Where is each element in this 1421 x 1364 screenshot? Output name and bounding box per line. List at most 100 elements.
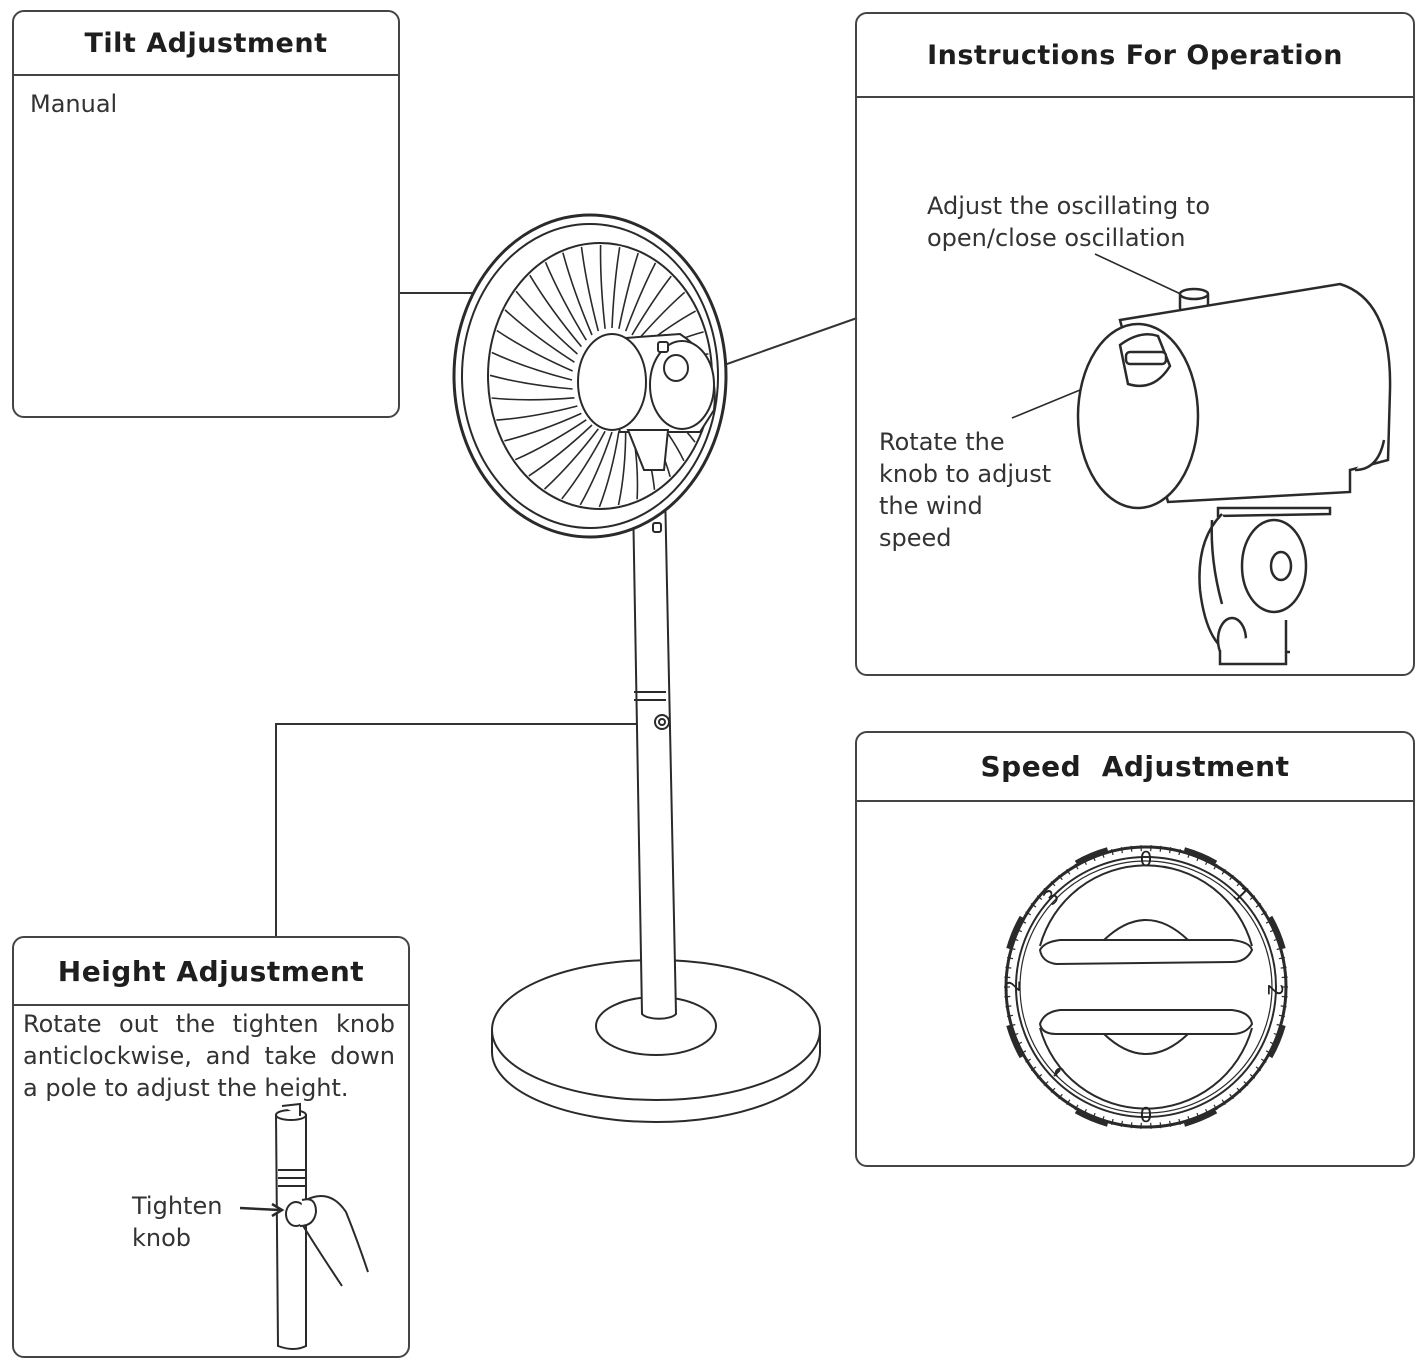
dial-tooth [1050, 881, 1056, 887]
dial-tooth [1009, 1023, 1016, 1027]
dial-tooth [1169, 1120, 1172, 1127]
dial-tooth [1025, 1058, 1032, 1063]
dial-tooth [1265, 1050, 1272, 1055]
dial-grip-mark [1267, 1024, 1286, 1059]
guard-spoke [544, 261, 587, 341]
fan-pole [630, 441, 678, 1020]
dial-tooth [1196, 855, 1200, 862]
guard-spoke [504, 412, 582, 442]
dial-tooth [1213, 863, 1218, 870]
speed-knob-callout-line: knob to adjust [879, 460, 1052, 488]
tighten-knob-label: Tighten knob [132, 1190, 222, 1254]
height-pole-closeup [239, 1102, 369, 1350]
oscillation-callout-line: open/close oscillation [927, 224, 1186, 252]
tighten-arrow-icon [239, 1202, 285, 1218]
tighten-knob-label-line: knob [132, 1224, 192, 1252]
dial-tooth [1255, 1066, 1262, 1071]
dial-tooth [1273, 1032, 1280, 1037]
operation-instructions-panel: Instructions For Operation Adjust the os… [855, 12, 1415, 676]
dial-tooth [1187, 851, 1191, 858]
guard-spoke [529, 274, 583, 348]
dial-tooth [1074, 863, 1079, 870]
dial-tooth [1025, 911, 1032, 916]
dial-tooth [1016, 928, 1023, 933]
dial-tooth [1276, 947, 1283, 951]
dial-tooth [1120, 847, 1123, 854]
speed-knob-callout-line: the wind [879, 492, 983, 520]
dial-tooth [1280, 966, 1287, 969]
dial-tooth [1221, 868, 1226, 875]
dial-tooth [1243, 887, 1249, 893]
dial-tooth [1111, 1118, 1114, 1125]
dial-tooth [1036, 1073, 1043, 1079]
dial-tooth [1236, 881, 1242, 887]
dial-tooth [1229, 1093, 1234, 1100]
dial-lock-icon [1053, 1067, 1064, 1077]
dial-tooth [1012, 1032, 1019, 1037]
dial-tooth [1130, 845, 1133, 852]
oscillation-callout-line: Adjust the oscillating to [927, 192, 1211, 220]
dial-grip-mark [1183, 847, 1218, 866]
dial-grip-mark [1006, 915, 1025, 950]
guard-spoke [491, 397, 575, 401]
guard-spoke [599, 244, 606, 329]
dial-tooth [1243, 1081, 1249, 1087]
guard-spoke [504, 309, 575, 363]
height-adjustment-title: Height Adjustment [14, 938, 408, 1006]
guard-spoke [562, 252, 593, 336]
height-instruction-text: Rotate out the tighten knob anticlockwis… [23, 1010, 395, 1102]
dial-tooth [1016, 1041, 1023, 1046]
dial-tooth [1221, 1099, 1226, 1106]
dial-mark-2-left: 2 [1001, 980, 1025, 993]
dial-tooth [1043, 887, 1049, 893]
guard-spoke [515, 290, 578, 355]
dial-tooth [1273, 937, 1280, 942]
dial-grip-mark [1183, 1108, 1218, 1127]
dial-mark-0-top: 0 [1140, 847, 1153, 871]
dial-grip-mark [1074, 847, 1109, 866]
dial-tooth [1178, 849, 1181, 856]
guard-spoke [637, 291, 686, 341]
dial-tooth [1130, 1122, 1133, 1129]
dial-tooth [1278, 956, 1286, 960]
dial-tooth [1269, 1041, 1276, 1046]
dial-tooth [1009, 947, 1016, 951]
guard-spoke [611, 246, 621, 329]
guard-spoke [489, 374, 573, 390]
dial-tooth [1269, 928, 1276, 933]
speed-knob-callout-line: speed [879, 524, 952, 552]
dial-tooth [1005, 966, 1012, 969]
dial-tooth [1249, 895, 1256, 901]
speed-adjustment-title: Speed Adjustment [857, 733, 1413, 802]
dial-tooth [1074, 1104, 1079, 1111]
guard-spoke [528, 424, 593, 477]
dial-tooth [1265, 919, 1272, 924]
dial-tooth [1276, 1023, 1283, 1027]
dial-tooth [1101, 851, 1105, 858]
dial-tooth [1092, 855, 1096, 862]
dial-tooth [1020, 1050, 1027, 1055]
dial-tooth [1205, 859, 1209, 866]
guard-spoke [631, 275, 672, 336]
dial-tooth [1178, 1118, 1181, 1125]
dial-tooth [1020, 919, 1027, 924]
oscillation-callout: Adjust the oscillating to open/close osc… [927, 190, 1210, 254]
dial-grip-mark [1074, 1108, 1109, 1127]
dial-grip-mark [1267, 915, 1286, 950]
dial-tooth [1066, 868, 1071, 875]
dial-tooth [1058, 1093, 1063, 1100]
guard-spoke [491, 351, 573, 381]
dial-tooth [1236, 1087, 1242, 1093]
guard-spoke [514, 419, 587, 461]
guard-spoke [618, 252, 639, 329]
motor-closeup [1011, 253, 1392, 666]
dial-tooth [1249, 1073, 1256, 1079]
dial-tooth [1196, 1112, 1200, 1119]
dial-tooth [1159, 1122, 1162, 1129]
dial-tooth [1036, 895, 1043, 901]
dial-tooth [1255, 903, 1262, 908]
dial-tooth [1280, 1005, 1287, 1008]
dial-tooth [1083, 1108, 1087, 1115]
height-adjustment-panel: Height Adjustment Rotate out the tighten… [12, 936, 410, 1358]
dial-tooth [1005, 1005, 1012, 1008]
